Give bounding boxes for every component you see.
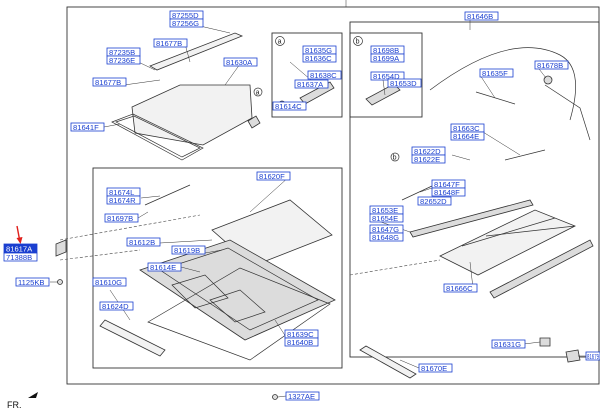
callout-81640B: 81640B: [287, 338, 313, 347]
detail-b-inline-circle: [390, 152, 400, 162]
detail-panel-b: [349, 32, 423, 118]
detail-marker-b-label: b: [356, 39, 360, 46]
callout-1125KB: 1125KB: [18, 278, 44, 287]
callout-81654E: 81654E: [372, 214, 398, 223]
deflector-strip: [149, 32, 244, 71]
dashed-guide-3: [349, 259, 441, 276]
callout-82652D: 82652D: [420, 197, 447, 206]
callout-81641F: 81641F: [73, 123, 99, 132]
strip-81624D: [99, 319, 166, 357]
callout-81638C: 81638C: [310, 71, 337, 80]
part-81631G: [539, 337, 551, 347]
callout-81635G: 81635G: [305, 46, 332, 55]
detail-marker-a-label: a: [278, 39, 282, 46]
bolt-1125KB: [57, 279, 63, 285]
callout-1327AE: 1327AE: [288, 392, 315, 401]
callout-81679: 81679: [587, 352, 599, 361]
frame-roller-blind: [349, 21, 600, 358]
strip-81674: [144, 184, 191, 206]
callout-81670E: 81670E: [421, 364, 447, 373]
callout-81654D: 81654D: [373, 72, 400, 81]
callout-81663C: 81663C: [453, 124, 480, 133]
guide-rail-81647F: [401, 185, 433, 201]
motor-cable: [544, 84, 591, 141]
detail-marker-a-inline: a: [256, 90, 260, 97]
weatherstrip-inner: [115, 115, 201, 158]
callout-81619B: 81619B: [174, 246, 200, 255]
orientation-label: FR.: [7, 400, 22, 410]
bolt-1327AE: [272, 394, 278, 400]
callout-81617A-selected: 81617A: [6, 244, 33, 253]
dashed-guide-1: [59, 214, 201, 241]
callout-81639C: 81639C: [287, 330, 314, 339]
bracket-small: [247, 115, 261, 129]
detail-b-bracket: [365, 83, 401, 106]
weatherstrip-81641F: [111, 113, 204, 161]
callout-81674L: 81674L: [109, 188, 134, 197]
callout-81614E: 81614E: [150, 263, 176, 272]
callout-81610G: 81610G: [95, 278, 122, 287]
callout-81624D: 81624D: [102, 302, 129, 311]
bracket-71388B: [55, 239, 67, 257]
callout-87235B: 87235B: [109, 48, 135, 57]
cable-81635F: [475, 91, 516, 105]
callout-81647G: 81647G: [372, 225, 399, 234]
frame-opening-1: [171, 274, 229, 309]
callout-81620F: 81620F: [259, 172, 285, 181]
drain-hose: [429, 47, 576, 121]
frame-outline: [147, 267, 331, 361]
callout-81674R: 81674R: [109, 196, 136, 205]
callout-81653E: 81653E: [372, 206, 398, 215]
callout-81666C: 81666C: [446, 284, 473, 293]
callout-81612B: 81612B: [129, 238, 155, 247]
callout-81698B: 81698B: [373, 46, 399, 55]
glass-panel-top: [131, 84, 253, 146]
callout-81637A: 81637A: [297, 80, 324, 89]
callout-81622D: 81622D: [414, 147, 441, 156]
callout-81677B-top: 81677B: [156, 39, 182, 48]
detail-marker-a: [275, 36, 285, 46]
blind-seam-2: [485, 225, 576, 237]
callout-81636C: 81636C: [305, 54, 332, 63]
dashed-guide-2: [59, 249, 141, 261]
callout-71388B: 71388B: [6, 253, 32, 262]
blind-rail-rear: [489, 239, 594, 299]
callout-81697B: 81697B: [107, 214, 133, 223]
front-arrow-icon: [28, 392, 38, 398]
callout-87256G: 87256G: [172, 19, 199, 28]
callout-81648G: 81648G: [372, 233, 399, 242]
part-81679: [565, 349, 581, 363]
callout-81635F: 81635F: [482, 69, 508, 78]
frame-opening-2: [209, 289, 266, 323]
blind-seam-1: [461, 217, 556, 247]
callout-81653D: 81653D: [390, 79, 417, 88]
callout-81622E: 81622E: [414, 155, 440, 164]
callout-81614C: 81614C: [275, 102, 302, 111]
strip-81670E: [359, 345, 417, 379]
callout-81699A: 81699A: [373, 54, 400, 63]
detail-panel-a: [271, 32, 343, 118]
blind-rail-front: [409, 199, 534, 238]
detail-marker-b: [353, 36, 363, 46]
callout-labels: 87255D 87256G 81677B 87235B 87236E 81677…: [3, 10, 600, 401]
detail-a-inline-circle: [253, 87, 263, 97]
callout-81677B-left: 81677B: [95, 78, 121, 87]
main-frame: [66, 6, 600, 385]
callout-81647F: 81647F: [434, 180, 460, 189]
cable-81663C: [504, 149, 546, 161]
frame-glass-assembly: [92, 167, 343, 369]
callout-87255D: 87255D: [172, 11, 199, 20]
callout-81648F: 81648F: [434, 188, 460, 197]
callout-81631G: 81631G: [494, 340, 521, 349]
callout-81678B: 81678B: [537, 61, 563, 70]
detail-marker-b-inline: b: [393, 155, 397, 162]
callout-81664E: 81664E: [453, 132, 479, 141]
callout-81630A: 81630A: [226, 58, 253, 67]
red-arrow-icon: [16, 237, 23, 244]
sunroof-frame: [139, 239, 336, 341]
callout-87236E: 87236E: [109, 56, 135, 65]
callout-81646B: 81646B: [467, 12, 493, 21]
frame-inner-opening: [159, 247, 319, 331]
